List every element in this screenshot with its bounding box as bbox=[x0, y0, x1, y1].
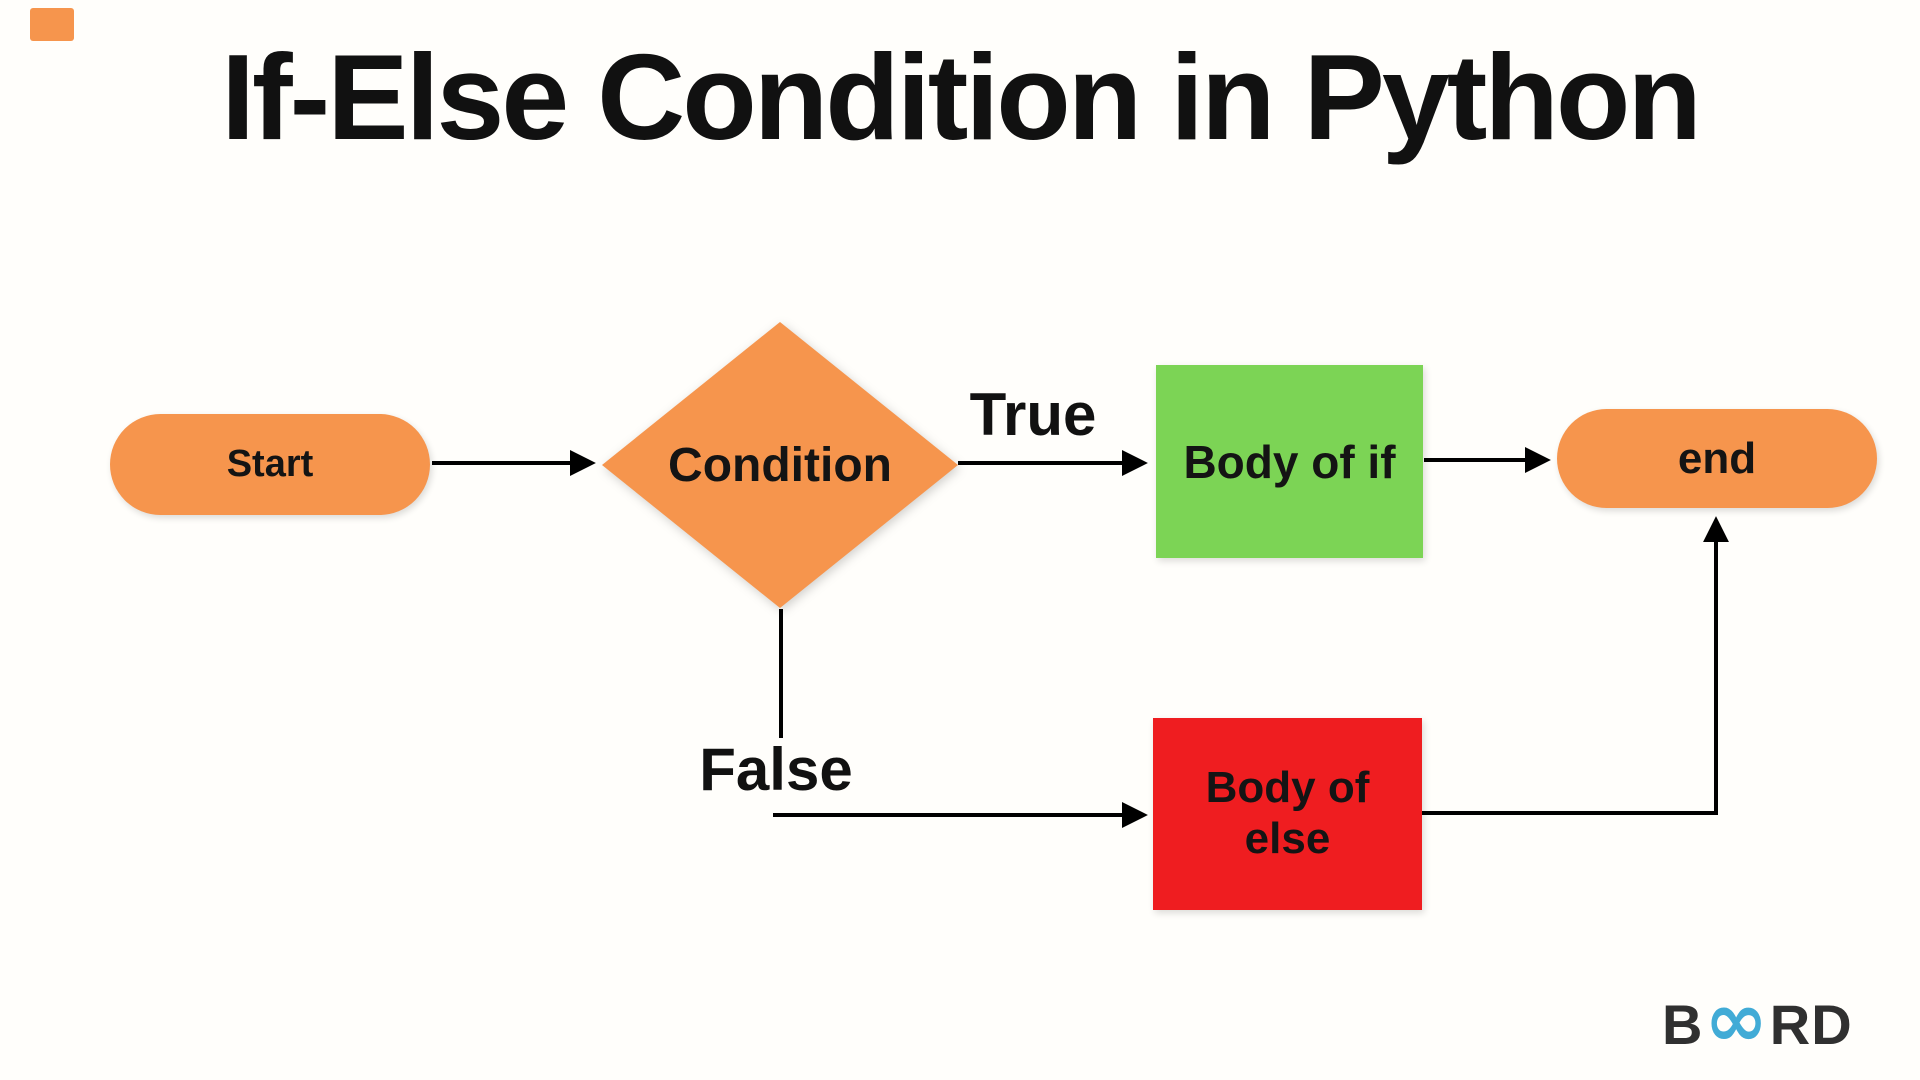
node-body-of-if-label: Body of if bbox=[1183, 435, 1396, 488]
board-logo-letter-b: B bbox=[1662, 993, 1704, 1056]
condition-diamond-shape: Condition bbox=[602, 322, 958, 608]
node-end-label: end bbox=[1677, 433, 1757, 483]
node-body-of-else: Body of else bbox=[1153, 718, 1422, 910]
page-title: If-Else Condition in Python bbox=[221, 29, 1702, 165]
board-logo-infinity-icon: ∞ bbox=[1704, 975, 1769, 1065]
node-end: end bbox=[1557, 409, 1877, 508]
edge-label-true: True bbox=[969, 381, 1097, 448]
node-body-of-else-label: Body of else bbox=[1205, 763, 1370, 863]
board-logo-letters-rd: RD bbox=[1769, 993, 1853, 1056]
edge-label-false: False bbox=[699, 736, 853, 803]
board-logo: B ∞ RD bbox=[1662, 975, 1853, 1065]
node-start-label: Start bbox=[226, 443, 314, 485]
node-condition-label: Condition bbox=[668, 438, 892, 492]
arrow-bodyelse-to-end bbox=[1422, 516, 1729, 815]
node-start: Start bbox=[110, 414, 430, 515]
node-condition: Condition bbox=[602, 322, 958, 608]
node-body-of-if: Body of if bbox=[1156, 365, 1423, 558]
corner-orange-swatch bbox=[30, 8, 74, 41]
